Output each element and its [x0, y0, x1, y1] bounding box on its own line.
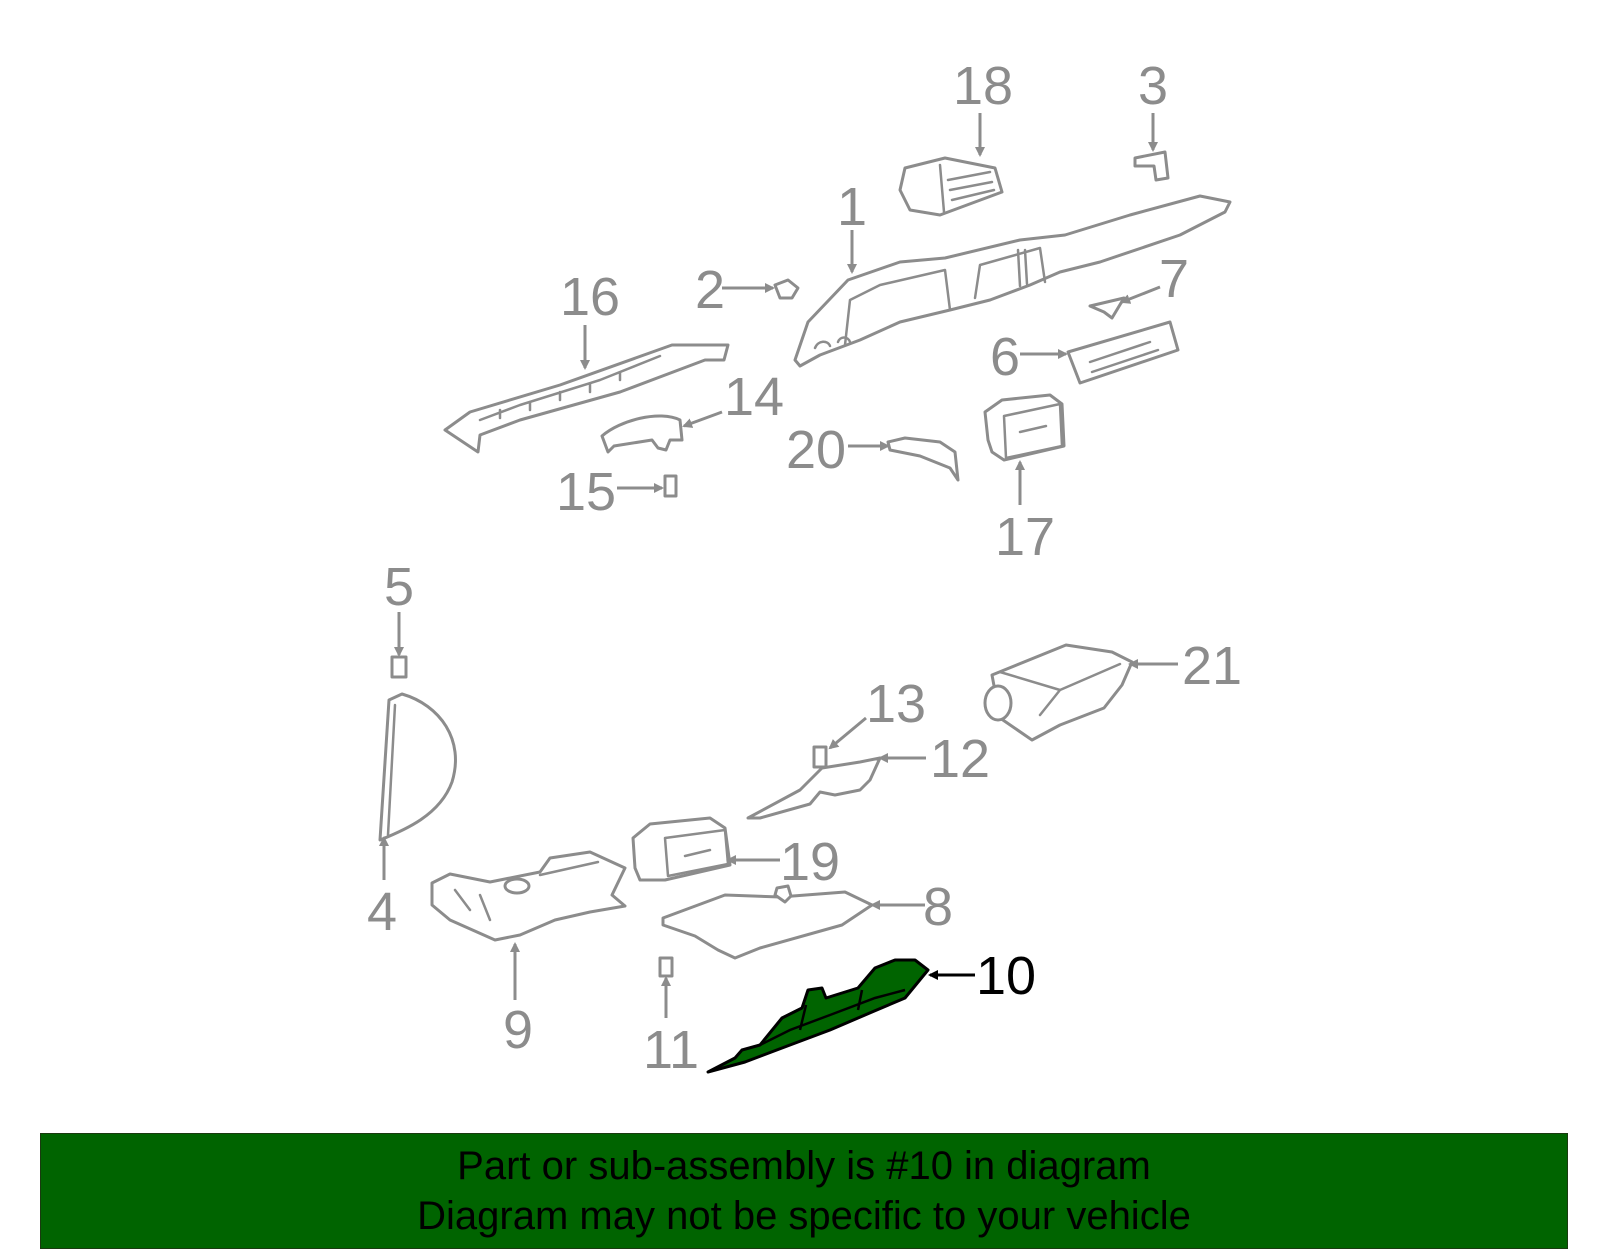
part-2-clip [773, 278, 800, 300]
callout-1: 1 [837, 177, 867, 237]
callout-8: 8 [923, 877, 953, 937]
part-1-instrument-panel [793, 194, 1232, 368]
callout-14: 14 [724, 367, 784, 427]
part-9-lower-panel [430, 850, 627, 942]
callout-9: 9 [503, 1000, 533, 1060]
callout-20: 20 [786, 420, 846, 480]
part-20-trim-strip [886, 436, 960, 482]
callout-11: 11 [643, 1020, 699, 1080]
callout-19: 19 [780, 832, 840, 892]
part-14-cover [600, 414, 684, 454]
callout-12: 12 [930, 729, 990, 789]
part-8-liner [661, 884, 874, 960]
leader-13 [828, 716, 867, 750]
callout-6: 6 [990, 327, 1020, 387]
callout-15: 15 [556, 462, 616, 522]
callout-13: 13 [866, 674, 926, 734]
part-17-side-vent [983, 393, 1066, 462]
part-21-duct [983, 643, 1134, 742]
part-18-center-vent [898, 156, 1004, 217]
part-6-trim-panel [1066, 320, 1180, 385]
callout-10: 10 [976, 946, 1036, 1006]
part-10-glove-box-highlighted [706, 958, 930, 1074]
callout-18: 18 [953, 56, 1013, 116]
info-banner: Part or sub-assembly is #10 in diagram D… [40, 1133, 1568, 1249]
callout-17: 17 [995, 507, 1055, 567]
callout-5: 5 [384, 557, 414, 617]
part-4-side-cover [378, 692, 457, 842]
leader-14 [682, 410, 723, 428]
callout-3: 3 [1138, 56, 1168, 116]
part-13-clip [812, 745, 828, 769]
leader-7 [1120, 285, 1161, 304]
banner-line-2: Diagram may not be specific to your vehi… [417, 1194, 1191, 1238]
part-11-clip [658, 956, 674, 978]
part-19-vent [631, 816, 732, 882]
callout-labels: 18 3 1 2 7 6 16 14 15 20 17 5 4 13 12 21… [367, 56, 1242, 1080]
callout-7: 7 [1159, 249, 1189, 309]
callout-2: 2 [695, 260, 725, 320]
part-3-clip [1133, 150, 1170, 182]
part-12-bracket [746, 756, 882, 820]
callout-16: 16 [560, 267, 620, 327]
part-16-upper-trim [443, 343, 730, 454]
leader-arrows [379, 113, 1178, 1018]
banner-line-1: Part or sub-assembly is #10 in diagram [457, 1144, 1151, 1188]
part-7-bracket [1088, 296, 1126, 320]
part-5-clip [390, 655, 408, 679]
callout-4: 4 [367, 882, 397, 942]
part-15-clip [663, 474, 678, 498]
callout-21: 21 [1182, 636, 1242, 696]
